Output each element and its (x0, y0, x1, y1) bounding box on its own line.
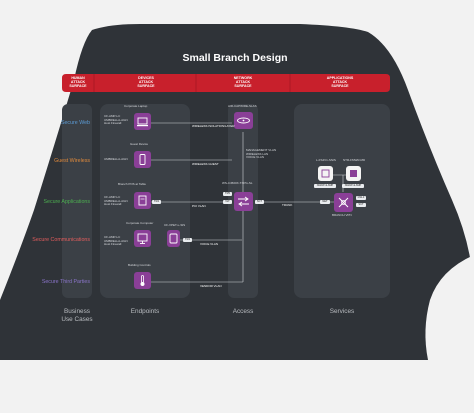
label-voice-vlan: VOICE VLAN (200, 242, 219, 246)
business-card (62, 104, 92, 298)
row-label-guest-wireless: Guest Wireless (54, 158, 90, 164)
port-sct-b: SCT (356, 203, 366, 207)
label-vendor-vlan: VENDOR VLAN (200, 284, 222, 288)
row-label-secure-web: Secure Web (60, 120, 90, 126)
row-label-secure-third-parties: Secure Third Parties (41, 279, 90, 285)
column-label-services: Services (329, 308, 355, 315)
router-icon (334, 193, 353, 212)
label-pci-vlan: PCI VLAN (192, 204, 206, 208)
port-tr4-b: TR4 (183, 238, 192, 242)
label-ips: L-FS4V1-SNIS (316, 158, 336, 162)
label-corporate-laptop: Corporate Laptop (124, 104, 148, 108)
mobile-device-icon (134, 151, 151, 168)
port-vlt: VLT (223, 200, 232, 204)
ips-icon (318, 166, 333, 181)
column-label-access: Access (232, 308, 254, 315)
label-firewall: NTR-FMWR-MD (343, 158, 366, 162)
firewall-icon (346, 166, 361, 181)
label-pos: Branch POS at Table (118, 182, 146, 186)
port-tr5: TR5 (223, 192, 232, 196)
pos-terminal-icon (134, 192, 151, 209)
label-ngfw-b: NGFW & AMP (342, 184, 364, 188)
switch-icon (234, 192, 253, 211)
label-ngfw-a: NGFW & AMP (314, 184, 336, 188)
row-label-secure-applications: Secure Applications (43, 199, 90, 205)
guest-agent: UMBRELLA-AGN (104, 157, 128, 161)
port-sct: SCT (255, 200, 264, 204)
label-trunk: TRUNK (282, 203, 293, 207)
label-guest-device: Guest Device (130, 142, 149, 146)
label-switch: WS-C4500X-TXPG-SL (222, 181, 253, 185)
desktop-icon (134, 230, 151, 247)
background-cutout (425, 255, 474, 360)
laptop-icon (134, 113, 151, 130)
label-wireless-isolation: WIRELESS ISOLATION/LAYER (192, 124, 235, 128)
label-phone: CF-VPET-L-SIS (164, 223, 186, 227)
port-gw3: GW-3 (356, 196, 366, 200)
access-point-icon (234, 112, 253, 129)
label-branch-vpn: BRANCH VPN (332, 213, 352, 217)
label-corporate-computer: Corporate Computer (126, 221, 154, 225)
column-label-endpoints: Endpoints (130, 308, 160, 315)
label-wireless-guest: WIRELESS GUEST (192, 162, 219, 166)
diagram-title: Small Branch Design (182, 52, 288, 64)
label-building-controls: Building Controls (128, 263, 151, 267)
label-ap: AIR-CAPWIRE-SLAS (228, 104, 257, 108)
port-tr4: TR4 (152, 200, 161, 204)
ip-phone-icon (167, 230, 180, 247)
port-net: NET (320, 200, 330, 204)
thermometer-icon (134, 272, 151, 289)
banner (62, 74, 390, 92)
row-label-secure-communications: Secure Communications (32, 237, 90, 243)
